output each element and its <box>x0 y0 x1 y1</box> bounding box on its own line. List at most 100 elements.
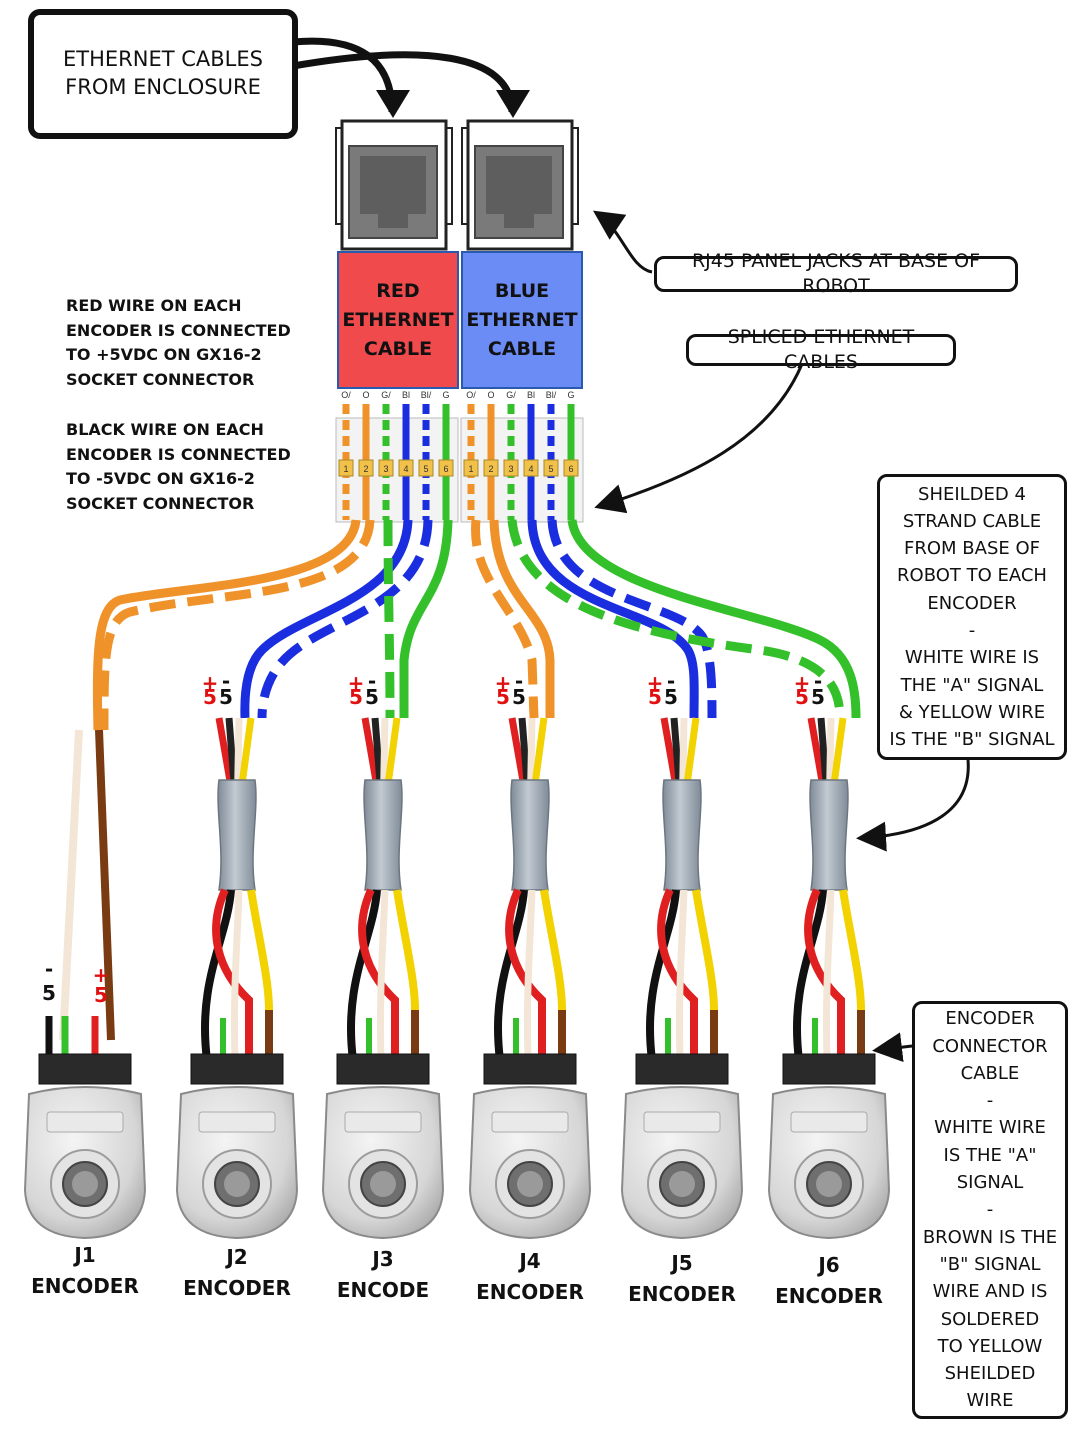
terminal-number: 6 <box>443 464 448 474</box>
arrow-to-jack-2 <box>292 51 516 113</box>
shield-wire-top <box>826 717 835 781</box>
encoder-body <box>468 1086 592 1240</box>
terminal-number: 4 <box>528 464 533 474</box>
text-line: - <box>968 620 976 641</box>
terminal-contact <box>563 459 579 477</box>
shield-sleeve <box>363 779 403 891</box>
encoder-assembly-j2: +5-5 <box>175 669 299 1240</box>
encoder-id: J1 <box>74 1243 96 1267</box>
encoder-body <box>321 1086 445 1240</box>
terminal-contact <box>398 459 414 477</box>
terminal-number: 3 <box>383 464 388 474</box>
terminal-contact <box>523 459 539 477</box>
encoder-name: ENCODER <box>628 1282 736 1306</box>
terminal-number: 1 <box>468 464 473 474</box>
text-line: RED WIRE ON EACH <box>66 296 242 315</box>
text-line: RED <box>376 279 420 302</box>
polarity-minus: - <box>667 669 675 693</box>
encoder-body <box>175 1086 299 1240</box>
terminal-number: 4 <box>403 464 408 474</box>
wire-yellow <box>692 889 718 1011</box>
wire-white <box>822 889 835 1061</box>
shield-wire-top <box>508 717 527 781</box>
shield-wire-top <box>234 717 243 781</box>
terminal-letter: G/ <box>381 390 391 400</box>
terminal-letter: O <box>487 390 494 400</box>
polarity-plus: + <box>495 671 512 695</box>
text-line: ROBOT TO EACH <box>897 565 1047 587</box>
terminal-letter: Bl <box>527 390 535 400</box>
terminal-contact <box>463 459 479 477</box>
polarity-five: 5 <box>496 685 510 709</box>
text-line: ETHERNET <box>466 308 578 331</box>
text-line: CONNECTOR <box>932 1035 1048 1057</box>
ethernet-wire-runs <box>92 519 861 731</box>
wire-white <box>376 889 389 1061</box>
polarity-minus: - <box>45 957 53 981</box>
callout-arrows <box>593 210 970 1063</box>
text-line: SHEILDED <box>944 1363 1036 1385</box>
wire-yellow <box>839 889 865 1011</box>
text-line: ENCODER <box>945 1008 1035 1030</box>
polarity-minus: - <box>515 669 523 693</box>
wire-black <box>792 889 827 1061</box>
encoder-body <box>767 1086 891 1240</box>
polarity-plus: + <box>348 671 365 695</box>
text-line: SOLDERED <box>940 1308 1040 1330</box>
polarity-minus: - <box>368 669 376 693</box>
polarity-five: 5 <box>664 685 678 709</box>
text-line: WHITE WIRE <box>934 1117 1046 1139</box>
arrow-spliced-cables <box>594 363 804 514</box>
terminal-letter: G <box>442 390 449 400</box>
wire-white <box>230 889 243 1061</box>
shield-wire-top <box>361 717 380 781</box>
polarity-five: 5 <box>94 983 108 1007</box>
terminal-contact <box>483 459 499 477</box>
encoder-assembly-j6: +5-5 <box>767 669 891 1240</box>
arrow-rj45-jacks <box>593 210 653 274</box>
shield-wire-top <box>225 717 238 781</box>
encoder-connector-plug <box>782 1053 876 1085</box>
callout-spliced-cables: SPLICED ETHERNET CABLES <box>686 326 956 373</box>
wire-black <box>200 889 235 1061</box>
encoder-connector-plug <box>190 1053 284 1085</box>
encoder-id: J4 <box>519 1249 541 1273</box>
text-line: TO YELLOW <box>937 1335 1043 1357</box>
polarity-five: 5 <box>795 685 809 709</box>
text-line: ENCODER IS CONNECTED <box>66 444 291 464</box>
shield-wire-top <box>380 717 389 781</box>
wire-red <box>505 888 546 1060</box>
terminal-letter: O <box>362 390 369 400</box>
text-line: ETHERNET CABLES <box>63 47 263 72</box>
shield-wire-top <box>817 717 830 781</box>
text-line: WHITE WIRE IS <box>904 647 1040 669</box>
terminal-number: 5 <box>548 464 553 474</box>
encoder-id: J3 <box>372 1247 394 1271</box>
text-line: - <box>986 1090 994 1112</box>
terminal-letter: O/ <box>341 390 351 400</box>
text-line: STRAND CABLE <box>902 510 1042 532</box>
wire-j2-blue-white <box>257 519 433 719</box>
enclosure-arrows <box>292 37 530 118</box>
wire-j4-orange <box>489 519 555 718</box>
wire-j6-green-white <box>507 519 845 719</box>
text-line: ENCODER IS CONNECTED <box>66 320 291 340</box>
wire-j3-green <box>399 519 453 718</box>
encoder-connector-plug <box>336 1053 430 1085</box>
text-line: FROM BASE OF <box>904 538 1040 560</box>
wire-j1-orange-white <box>99 519 375 731</box>
shield-wire-top <box>385 717 401 781</box>
terminal-contact <box>503 459 519 477</box>
